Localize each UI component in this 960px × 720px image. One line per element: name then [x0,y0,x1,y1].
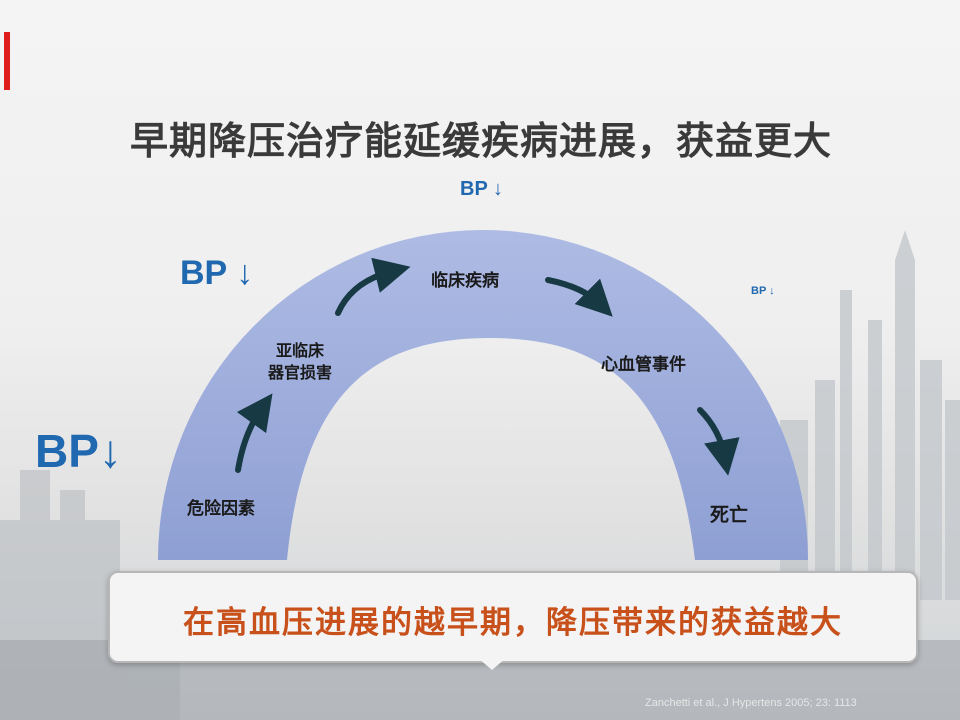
arrow-4 [697,407,740,476]
stage-cv-events: 心血管事件 [601,355,686,375]
stage-subclinical: 亚临床 器官损害 [268,340,332,384]
arrow-1 [235,393,273,473]
citation: Zanchetti et al., J Hypertens 2005; 23: … [645,697,857,709]
accent-bar [4,32,10,90]
bp-label-large: BP↓ [35,425,122,477]
stage-clinical-disease: 临床疾病 [431,271,499,291]
conclusion-banner: 在高血压进展的越早期，降压带来的获益越大 [108,571,918,663]
arrow-3 [545,277,613,317]
bp-label-medium: BP ↓ [180,254,254,292]
stage-subclinical-line1: 亚临床 [276,341,325,360]
stage-death: 死亡 [710,504,749,526]
banner-pointer [478,658,506,670]
bp-label-top: BP ↓ [460,178,503,200]
conclusion-text: 在高血压进展的越早期，降压带来的获益越大 [183,605,843,641]
slide-title: 早期降压治疗能延缓疾病进展，获益更大 [130,119,833,163]
arrow-2 [335,257,411,316]
stage-risk-factors: 危险因素 [187,499,255,519]
stage-subclinical-line2: 器官损害 [268,363,333,382]
bp-label-small: BP ↓ [751,285,775,297]
